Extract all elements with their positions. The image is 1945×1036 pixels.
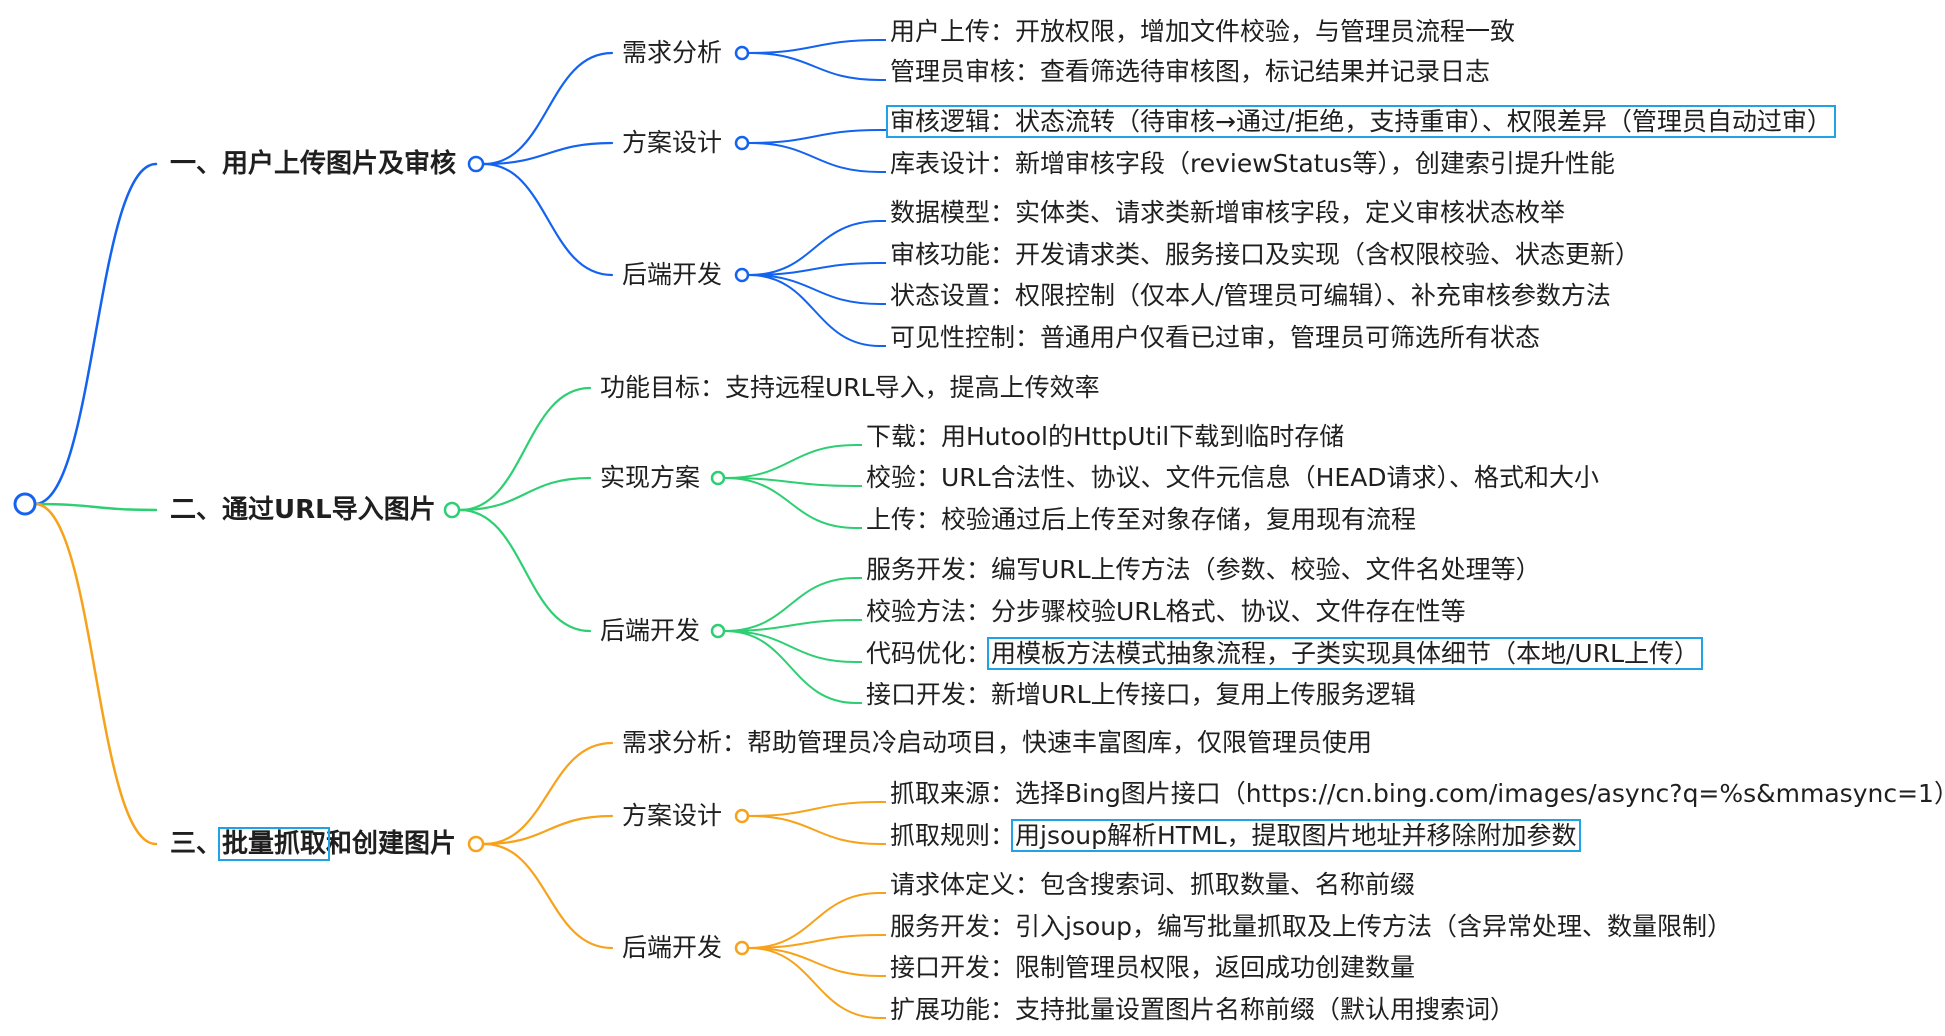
branch-title: 一、用户上传图片及审核 <box>170 149 457 179</box>
connector-line <box>458 508 592 633</box>
leaf-item: 审核功能：开发请求类、服务接口及实现（含权限校验、状态更新） <box>890 240 1641 269</box>
leaf-item: 数据模型：实体类、请求类新增审核字段，定义审核状态枚举 <box>890 198 1566 227</box>
root-node[interactable] <box>13 492 37 516</box>
leaf-item: 抓取规则：用jsoup解析HTML，提取图片地址并移除附加参数 <box>890 821 1577 850</box>
connector-line <box>748 52 881 81</box>
leaf-item: 用户上传：开放权限，增加文件校验，与管理员流程一致 <box>890 17 1516 46</box>
subtopic-label: 需求分析：帮助管理员冷启动项目，快速丰富图库，仅限管理员使用 <box>622 728 1373 757</box>
leaf-item: 请求体定义：包含搜索词、抓取数量、名称前缀 <box>890 870 1416 899</box>
connector-line <box>724 477 857 529</box>
subtopic-node[interactable] <box>734 940 750 956</box>
connector-line <box>482 51 614 166</box>
connector-line <box>748 947 881 977</box>
connector-line <box>748 815 881 845</box>
connector-line <box>458 476 592 512</box>
connector-line <box>748 892 881 949</box>
subtopic-label: 后端开发 <box>600 616 701 645</box>
subtopic-label: 实现方案 <box>600 463 701 492</box>
connector-line <box>748 262 881 276</box>
subtopic-node[interactable] <box>734 45 750 61</box>
connector-line <box>748 129 881 144</box>
leaf-item: 审核逻辑：状态流转（待审核→通过/拒绝，支持重审）、权限差异（管理员自动过审） <box>890 107 1832 136</box>
connector-line <box>482 842 614 950</box>
leaf-item: 上传：校验通过后上传至对象存储，复用现有流程 <box>866 505 1417 534</box>
connector-line <box>33 162 158 506</box>
connector-line <box>482 741 614 846</box>
connector-line <box>482 814 614 846</box>
leaf-item: 服务开发：引入jsoup，编写批量抓取及上传方法（含异常处理、数量限制） <box>890 912 1732 941</box>
connector-line <box>724 630 857 704</box>
subtopic-label: 需求分析 <box>622 38 723 67</box>
branch-node[interactable] <box>467 155 485 173</box>
subtopic-label: 方案设计 <box>622 801 723 830</box>
leaf-item: 状态设置：权限控制（仅本人/管理员可编辑）、补充审核参数方法 <box>890 281 1611 310</box>
connector-line <box>482 162 614 277</box>
connector-line <box>482 141 614 166</box>
leaf-item: 扩展功能：支持批量设置图片名称前缀（默认用搜索词） <box>890 995 1516 1024</box>
connector-line <box>748 274 881 305</box>
branch-title: 三、批量抓取和创建图片 <box>170 829 457 859</box>
connector-line <box>748 947 881 1019</box>
subtopic-node[interactable] <box>734 267 750 283</box>
subtopic-label: 方案设计 <box>622 128 723 157</box>
leaf-item: 抓取来源：选择Bing图片接口（https://cn.bing.com/imag… <box>890 779 1945 808</box>
branch-node[interactable] <box>443 501 461 519</box>
connector-line <box>748 801 881 817</box>
connector-line <box>33 502 158 846</box>
connector-line <box>724 619 857 632</box>
leaf-item: 接口开发：新增URL上传接口，复用上传服务逻辑 <box>866 680 1416 709</box>
subtopic-node[interactable] <box>710 470 726 486</box>
connector-line <box>458 386 592 512</box>
connector-line <box>748 220 881 276</box>
connector-line <box>724 577 857 632</box>
leaf-item: 校验方法：分步骤校验URL格式、协议、文件存在性等 <box>866 597 1466 626</box>
branch-title: 二、通过URL导入图片 <box>170 495 436 525</box>
connector-line <box>748 142 881 173</box>
connector-line <box>748 39 881 54</box>
connector-line <box>724 630 857 663</box>
subtopic-node[interactable] <box>734 808 750 824</box>
leaf-item: 接口开发：限制管理员权限，返回成功创建数量 <box>890 953 1416 982</box>
subtopic-label: 后端开发 <box>622 260 723 289</box>
subtopic-node[interactable] <box>734 135 750 151</box>
subtopic-label: 功能目标：支持远程URL导入，提高上传效率 <box>600 373 1100 402</box>
leaf-item: 校验：URL合法性、协议、文件元信息（HEAD请求）、格式和大小 <box>866 463 1600 492</box>
leaf-item: 代码优化：用模板方法模式抽象流程，子类实现具体细节（本地/URL上传） <box>866 639 1700 668</box>
connector-line <box>748 934 881 949</box>
connector-line <box>748 274 881 347</box>
connector-line <box>724 477 857 487</box>
connector-line <box>33 502 158 512</box>
branch-node[interactable] <box>467 835 485 853</box>
leaf-item: 下载：用Hutool的HttpUtil下载到临时存储 <box>866 422 1345 451</box>
subtopic-label: 后端开发 <box>622 933 723 962</box>
leaf-item: 库表设计：新增审核字段（reviewStatus等），创建索引提升性能 <box>890 149 1615 178</box>
leaf-item: 管理员审核：查看筛选待审核图，标记结果并记录日志 <box>890 57 1491 86</box>
connector-line <box>724 444 857 479</box>
leaf-item: 可见性控制：普通用户仅看已过审，管理员可筛选所有状态 <box>890 323 1541 352</box>
subtopic-node[interactable] <box>710 623 726 639</box>
leaf-item: 服务开发：编写URL上传方法（参数、校验、文件名处理等） <box>866 555 1541 584</box>
